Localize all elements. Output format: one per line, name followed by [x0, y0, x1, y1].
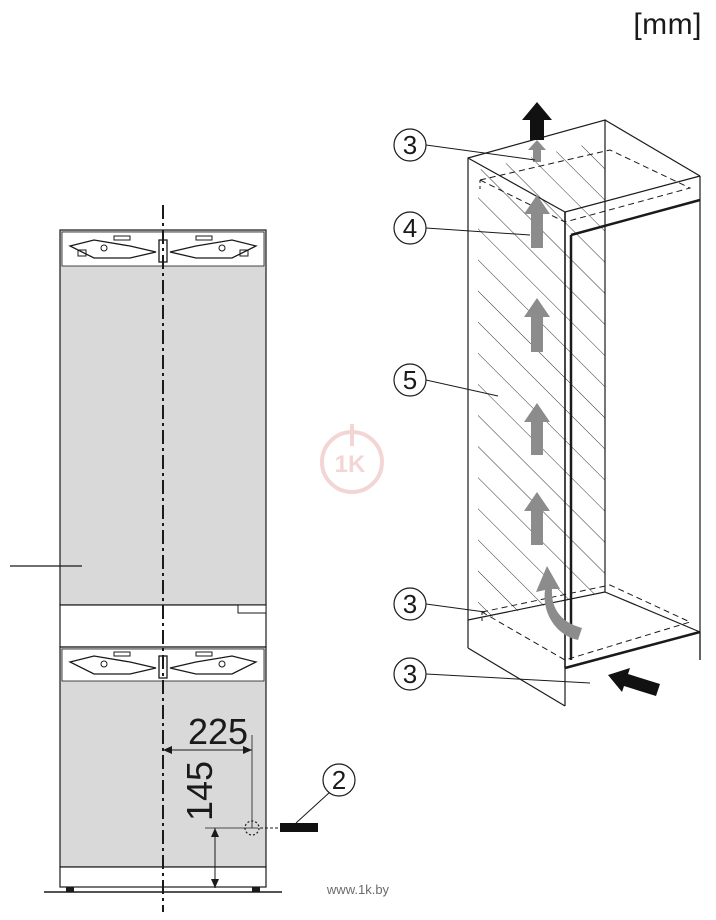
airflow-arrow-3 — [524, 403, 550, 455]
niche-perspective — [467, 102, 701, 707]
outlet-marker — [244, 791, 331, 836]
airflow-arrow-1 — [524, 195, 550, 248]
intake-arrow-bottom — [608, 668, 660, 696]
left-foot — [66, 887, 74, 892]
callout-5: 5 — [393, 363, 499, 397]
callout-3-top-label: 3 — [403, 130, 417, 160]
airflow-arrow-4 — [524, 492, 550, 545]
watermark-logo: 1K — [320, 424, 384, 494]
callout-4: 4 — [393, 211, 531, 245]
divider-notch — [237, 604, 267, 614]
watermark-logo-text: 1K — [335, 451, 366, 478]
airflow-arrow-top-grey — [528, 140, 546, 162]
dimension-225: 225 — [163, 711, 253, 828]
callout-5-label: 5 — [403, 365, 417, 395]
units-label: [mm] — [633, 8, 702, 41]
airflow-arrow-2 — [524, 298, 550, 352]
airflow-arrow-curved — [536, 566, 582, 640]
hatched-panel — [478, 140, 605, 620]
callout-2-label: 2 — [332, 765, 346, 795]
callout-3-lower-label: 3 — [403, 589, 417, 619]
callout-2: 2 — [322, 763, 356, 797]
dimension-225-label: 225 — [188, 711, 248, 752]
airflow-arrows — [524, 140, 582, 640]
exhaust-arrow-top — [522, 102, 552, 140]
bottom-vent-dashed — [481, 584, 692, 661]
callout-3-bottom: 3 — [393, 657, 591, 691]
callout-4-label: 4 — [403, 213, 417, 243]
dimension-145-label: 145 — [179, 761, 220, 821]
cable-bar — [280, 823, 318, 832]
right-foot — [252, 887, 260, 892]
watermark-text: www.1k.by — [326, 882, 390, 897]
dimension-145: 145 — [179, 761, 258, 888]
callout-3-lower: 3 — [393, 587, 486, 621]
callout-3-bottom-label: 3 — [403, 659, 417, 689]
callout-3-top: 3 — [393, 128, 536, 162]
appliance-front-view — [10, 205, 282, 912]
